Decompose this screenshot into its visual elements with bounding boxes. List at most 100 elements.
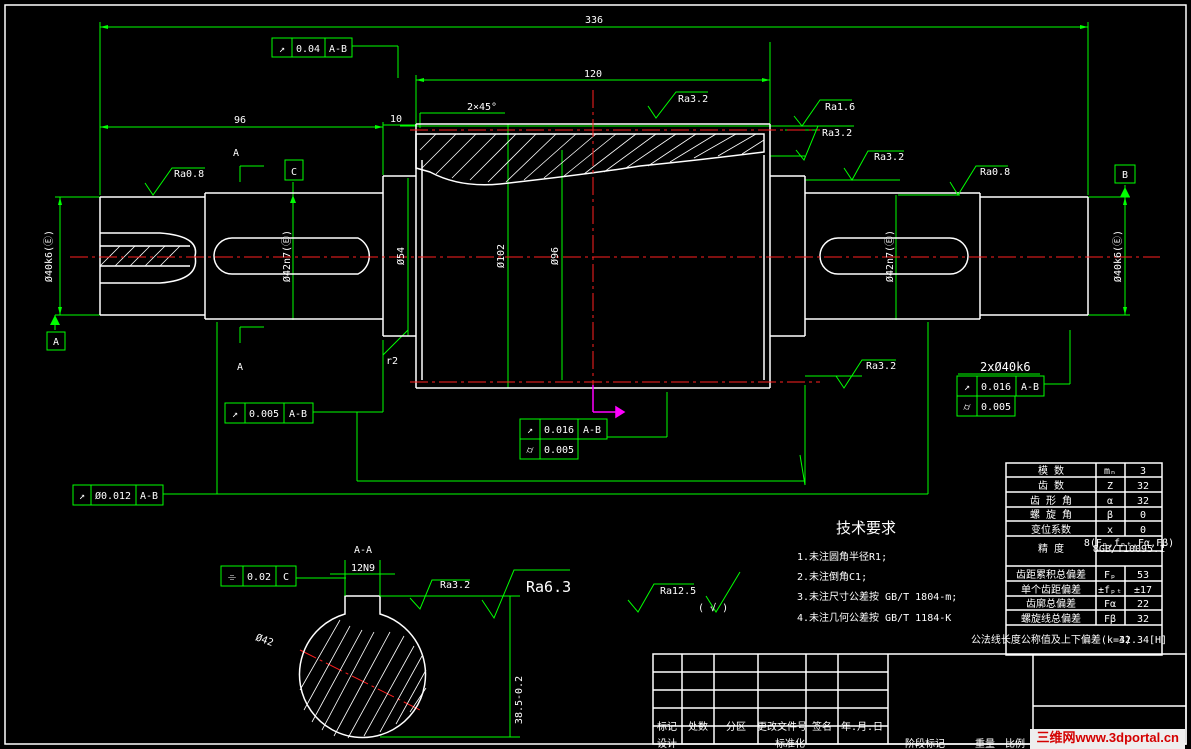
gear-table-value: 53 bbox=[1137, 570, 1149, 581]
gear-table-symbol: ±fₚₜ bbox=[1098, 585, 1122, 596]
gear-table-symbol: Fβ bbox=[1104, 614, 1116, 625]
fcf-mid2-val: 0.005 bbox=[544, 445, 574, 456]
fcf-frames bbox=[72, 37, 1045, 587]
gear-table-value: 0 bbox=[1140, 510, 1146, 521]
title-block-label-row2: 阶段标记 bbox=[905, 737, 945, 749]
ra-right-bearing: Ra0.8 bbox=[980, 167, 1010, 178]
dim-right-diam: Ø40k6(Ⓔ) bbox=[1112, 230, 1124, 282]
title-block-label-row2: 比例 bbox=[1005, 737, 1025, 749]
gear-table-symbol: Fₚ bbox=[1104, 570, 1116, 581]
fcf-mid1-val: 0.016 bbox=[544, 425, 574, 436]
gear-table-value: 32.34[H] bbox=[1119, 635, 1167, 646]
fcf-left-ref: A-B bbox=[289, 409, 307, 420]
dim-section-diam: Ø42 bbox=[254, 632, 275, 649]
dim-overall: 336 bbox=[585, 15, 603, 26]
dim-chamfer: 2×45° bbox=[467, 102, 497, 113]
fcf-right2-sym: ⌭ bbox=[963, 402, 971, 413]
title-block-label-row2: 设计 bbox=[657, 737, 677, 749]
ra-section-key: Ra3.2 bbox=[440, 580, 470, 591]
gear-table-value: 32 bbox=[1137, 496, 1149, 507]
fcf-top-sym: ↗ bbox=[279, 44, 285, 55]
gear-table-label: 螺旋线总偏差 bbox=[1021, 612, 1081, 625]
fcf-bottom-sym: ↗ bbox=[79, 491, 85, 502]
dim-left-key-diam: Ø42n7(Ⓔ) bbox=[281, 230, 293, 282]
datum-a: A bbox=[53, 337, 59, 348]
dim-d54: Ø54 bbox=[395, 247, 407, 265]
arrowheads bbox=[50, 25, 1130, 325]
fcf-bottom-val: Ø0.012 bbox=[95, 490, 131, 502]
ra-rest: Ra12.5 bbox=[660, 586, 696, 597]
datum-c: C bbox=[291, 167, 297, 178]
gear-table-value: 32 bbox=[1137, 614, 1149, 625]
datum-b: B bbox=[1122, 170, 1128, 181]
dim-d96: Ø96 bbox=[549, 247, 561, 265]
dim-middle: 120 bbox=[584, 69, 602, 80]
fcf-sec-ref: C bbox=[283, 572, 289, 583]
cut-mark-top: A bbox=[233, 148, 239, 159]
dim-r2: r2 bbox=[386, 356, 398, 367]
section-title: A-A bbox=[354, 545, 372, 556]
dim-key-depth: 38.5-0.2 bbox=[514, 676, 525, 724]
gear-table-symbol: α bbox=[1107, 496, 1113, 507]
title-block-label: 标记 bbox=[657, 721, 677, 733]
gear-table-symbol: β bbox=[1107, 510, 1113, 521]
title-block-label: 年.月.日 bbox=[841, 720, 883, 733]
fcf-sec-val: 0.02 bbox=[247, 572, 271, 583]
fcf-mid1-ref: A-B bbox=[583, 425, 601, 436]
fcf-top-val: 0.04 bbox=[296, 44, 320, 55]
gear-table-value: 3 bbox=[1140, 466, 1146, 477]
gear-table-label: 模 数 bbox=[1038, 464, 1064, 477]
ra-gear-bottom: Ra3.2 bbox=[866, 361, 896, 372]
tech-item-1: 1.未注圆角半径R1; bbox=[797, 550, 887, 563]
tech-item-2: 2.未注倒角C1; bbox=[797, 570, 867, 583]
gear-table-label: 齿距累积总偏差 bbox=[1016, 568, 1086, 581]
dim-left-len: 96 bbox=[234, 115, 246, 126]
ra-left-bearing: Ra0.8 bbox=[174, 169, 204, 180]
dim-right-key-diam: Ø42n7(Ⓔ) bbox=[884, 230, 896, 282]
fcf-sec-sym: ⌯ bbox=[228, 572, 236, 583]
gear-table-label: 螺 旋 角 bbox=[1030, 508, 1072, 521]
dim-left-diam: Ø40k6(Ⓔ) bbox=[43, 230, 55, 282]
centerlines bbox=[70, 90, 1160, 711]
dim-collar: 10 bbox=[390, 114, 402, 125]
dimension-lines bbox=[54, 22, 1130, 495]
gear-table-label: 单个齿距偏差 bbox=[1021, 583, 1081, 596]
gear-table-symbol: mₙ bbox=[1104, 466, 1116, 477]
title-block bbox=[652, 653, 1187, 745]
title-block-label-row2: 标准化 bbox=[775, 737, 805, 749]
fcf-right1-ref: A-B bbox=[1021, 382, 1039, 393]
title-block-label-row2: 重量 bbox=[975, 737, 995, 749]
dim-key-width: 12N9 bbox=[351, 563, 375, 574]
fcf-mid1-sym: ↗ bbox=[527, 425, 533, 436]
gear-hatching bbox=[99, 133, 765, 267]
tech-title: 技术要求 bbox=[836, 519, 896, 537]
fcf-left-val: 0.005 bbox=[249, 409, 279, 420]
gear-table-label: 精 度 bbox=[1038, 542, 1064, 555]
fcf-right1-sym: ↗ bbox=[964, 382, 970, 393]
roughness-symbols bbox=[144, 91, 1008, 620]
ra-rest-mark: ( √ ) bbox=[698, 602, 728, 614]
fcf-top-ref: A-B bbox=[329, 44, 347, 55]
drawing-border bbox=[4, 4, 1187, 745]
title-block-label: 签名 bbox=[812, 720, 832, 733]
watermark-footer: 三维网www.3dportal.cn bbox=[1030, 729, 1185, 749]
datum-boxes bbox=[46, 159, 1136, 351]
gear-table-label: 齿廓总偏差 bbox=[1026, 597, 1076, 610]
gear-table-symbol: x bbox=[1107, 525, 1113, 536]
gear-table-value: 8GB/T10095.1 bbox=[1093, 544, 1165, 555]
gear-table-value: 22 bbox=[1137, 599, 1149, 610]
ra-default-value: Ra6.3 bbox=[526, 578, 571, 596]
title-block-label: 分区 bbox=[726, 721, 746, 733]
ra-right-step: Ra3.2 bbox=[874, 152, 904, 163]
tech-item-3: 3.未注尺寸公差按 GB/T 1804-m; bbox=[797, 590, 957, 603]
title-block-label: 处数 bbox=[688, 720, 708, 733]
dim-d102: Ø102 bbox=[495, 244, 507, 268]
ra-collar: Ra3.2 bbox=[822, 128, 852, 139]
section-view bbox=[296, 560, 520, 739]
gear-table-label: 公法线长度公称值及上下偏差(k=4) bbox=[971, 633, 1131, 646]
cut-mark-bottom: A bbox=[237, 362, 243, 373]
gear-table bbox=[1005, 462, 1163, 656]
gear-table-label: 齿 数 bbox=[1038, 479, 1064, 492]
